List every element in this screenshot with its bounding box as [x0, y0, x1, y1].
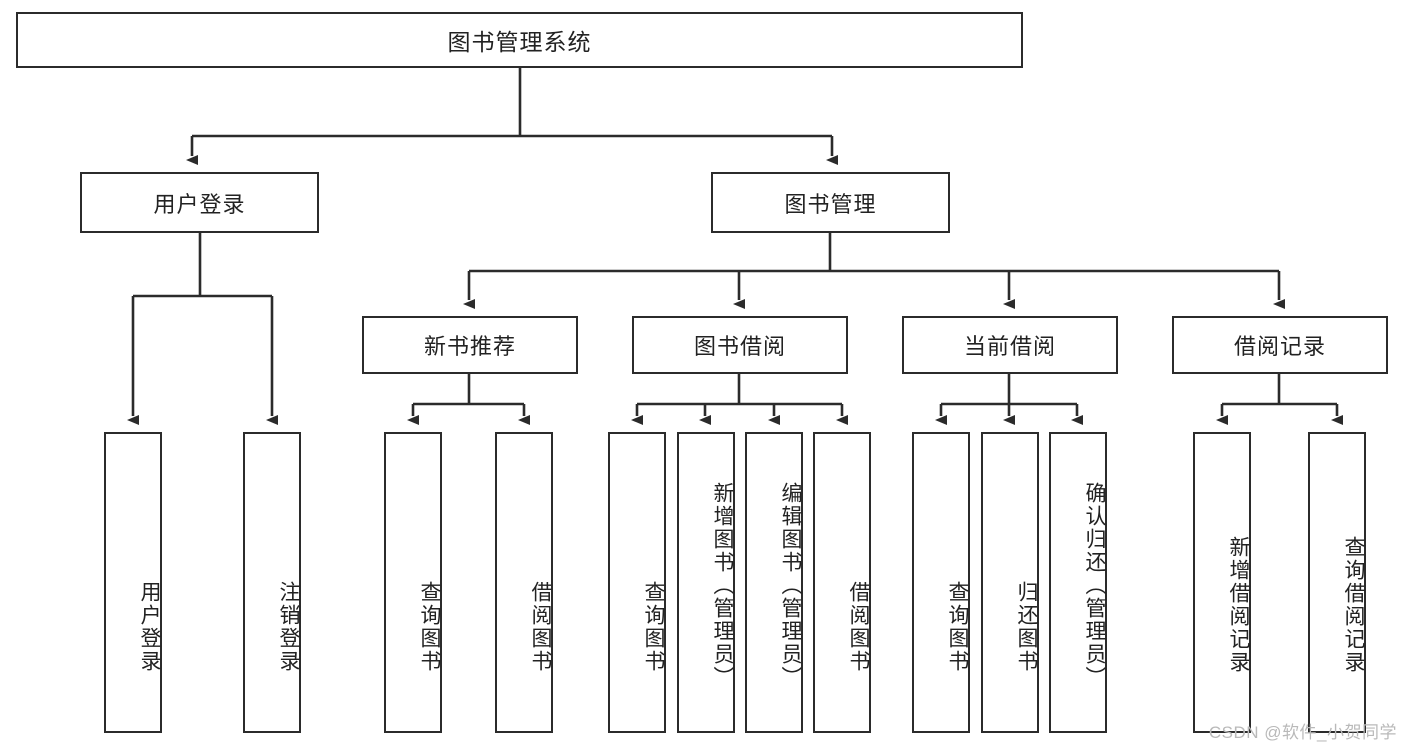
node-leaf-confirm-return-label: 确认归还（管理员）	[1083, 482, 1106, 689]
node-leaf-add-borrow-record-label: 新增借阅记录	[1227, 535, 1250, 674]
node-leaf-query-book-borrow-label: 查询图书	[642, 580, 665, 673]
node-leaf-query-book-current[interactable]: 查询图书	[912, 432, 970, 733]
csdn-watermark: CSDN @软件_小贺同学	[1208, 723, 1397, 742]
node-leaf-query-book-recommend-label: 查询图书	[418, 580, 441, 673]
node-leaf-query-book-borrow[interactable]: 查询图书	[608, 432, 666, 733]
node-leaf-borrow-book-recommend-label: 借阅图书	[529, 580, 552, 673]
node-leaf-query-book-recommend[interactable]: 查询图书	[384, 432, 442, 733]
node-leaf-add-book-label: 新增图书（管理员）	[711, 482, 734, 689]
node-leaf-borrow-book-recommend[interactable]: 借阅图书	[495, 432, 553, 733]
node-leaf-return-book-label: 归还图书	[1015, 580, 1038, 673]
node-leaf-user-login[interactable]: 用户登录	[104, 432, 162, 733]
node-new-book-recommend[interactable]: 新书推荐	[362, 316, 578, 374]
node-root-system[interactable]: 图书管理系统	[16, 12, 1023, 68]
node-borrow-record[interactable]: 借阅记录	[1172, 316, 1388, 374]
node-leaf-query-borrow-record[interactable]: 查询借阅记录	[1308, 432, 1366, 733]
node-leaf-add-book[interactable]: 新增图书（管理员）	[677, 432, 735, 733]
node-user-login[interactable]: 用户登录	[80, 172, 319, 233]
node-leaf-edit-book-label: 编辑图书（管理员）	[779, 482, 802, 689]
node-leaf-logout-label: 注销登录	[277, 580, 300, 673]
node-leaf-confirm-return[interactable]: 确认归还（管理员）	[1049, 432, 1107, 733]
node-current-borrow[interactable]: 当前借阅	[902, 316, 1118, 374]
node-user-login-label: 用户登录	[153, 191, 246, 217]
node-leaf-borrow-book-label: 借阅图书	[847, 580, 870, 673]
node-leaf-query-borrow-record-label: 查询借阅记录	[1342, 535, 1365, 674]
node-book-manage[interactable]: 图书管理	[711, 172, 950, 233]
node-leaf-user-login-label: 用户登录	[138, 580, 161, 673]
node-new-book-recommend-label: 新书推荐	[423, 334, 516, 359]
node-book-borrow-label: 图书借阅	[693, 334, 786, 359]
node-book-borrow[interactable]: 图书借阅	[632, 316, 848, 374]
node-leaf-return-book[interactable]: 归还图书	[981, 432, 1039, 733]
node-book-manage-label: 图书管理	[784, 191, 877, 217]
node-leaf-logout[interactable]: 注销登录	[243, 432, 301, 733]
node-borrow-record-label: 借阅记录	[1233, 334, 1326, 359]
node-leaf-query-book-current-label: 查询图书	[946, 580, 969, 673]
node-current-borrow-label: 当前借阅	[963, 334, 1056, 359]
node-root-label: 图书管理系统	[447, 29, 592, 55]
node-leaf-edit-book[interactable]: 编辑图书（管理员）	[745, 432, 803, 733]
node-leaf-borrow-book[interactable]: 借阅图书	[813, 432, 871, 733]
node-leaf-add-borrow-record[interactable]: 新增借阅记录	[1193, 432, 1251, 733]
